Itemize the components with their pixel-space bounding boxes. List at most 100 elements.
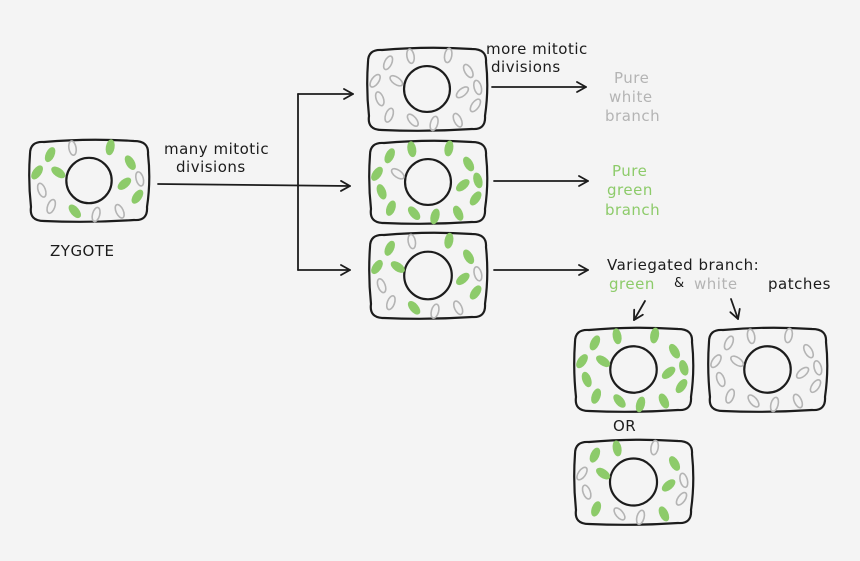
arrow-icon	[157, 180, 351, 192]
nucleus-icon	[609, 345, 658, 394]
plastid-icon	[658, 393, 670, 409]
plastid-icon	[134, 171, 145, 187]
plastid-icon	[68, 204, 81, 219]
plastid-icon	[591, 501, 602, 517]
plastid-icon	[31, 165, 43, 180]
plastid-icon	[384, 107, 395, 123]
plastid-icon	[473, 265, 483, 282]
plastid-icon	[675, 491, 688, 506]
plastid-icon	[581, 371, 592, 388]
plastid-icon	[469, 285, 482, 300]
cell-icon	[28, 138, 151, 223]
plastid-icon	[371, 259, 383, 275]
plastid-icon	[668, 343, 681, 359]
plastid-icon	[444, 140, 454, 157]
plastid-icon	[792, 393, 804, 409]
plastid-icon	[710, 354, 722, 369]
plastid-icon	[463, 156, 475, 172]
plastid-icon	[679, 359, 689, 376]
plastid-icon	[581, 484, 592, 500]
plastid-icon	[715, 371, 726, 388]
plastid-icon	[456, 272, 470, 286]
plastid-icon	[407, 206, 421, 220]
plastid-icon	[650, 439, 660, 456]
plastid-icon	[596, 355, 611, 368]
plastid-icon	[613, 507, 626, 521]
plastid-icon	[114, 203, 125, 219]
plastid-icon	[124, 155, 136, 170]
plastid-icon	[131, 189, 144, 204]
plastid-icon	[371, 166, 383, 181]
cell-icon	[366, 46, 489, 132]
nucleus-icon	[403, 250, 453, 301]
plastid-icon	[36, 182, 47, 198]
label-variegated-white: white	[694, 275, 738, 293]
plastid-icon	[591, 388, 602, 404]
plastid-icon	[635, 396, 646, 413]
plastid-icon	[668, 456, 681, 471]
plastid-icon	[675, 379, 688, 394]
plastid-icon	[576, 354, 588, 369]
arrows	[157, 81, 741, 321]
plastid-icon	[472, 79, 483, 96]
label-pure-green-2: green	[607, 181, 653, 199]
label-variegated-amp: &	[674, 276, 685, 291]
plastid-icon	[456, 179, 470, 192]
plastid-icon	[443, 47, 453, 64]
plastid-icon	[44, 147, 56, 163]
plastid-icon	[369, 73, 381, 88]
plastid-icon	[473, 172, 483, 189]
plastid-icon	[385, 200, 396, 216]
plastid-icon	[661, 479, 676, 492]
plastid-icon	[452, 205, 464, 221]
cell-icon	[368, 139, 489, 225]
plastid-icon	[596, 467, 611, 480]
plastid-icon	[430, 208, 440, 225]
label-variegated: Variegated branch:	[607, 256, 760, 274]
plastid-icon	[430, 303, 440, 320]
nucleus-icon	[402, 64, 452, 114]
plastid-icon	[746, 328, 756, 345]
plastid-icon	[452, 112, 463, 128]
cell-icon	[573, 438, 695, 526]
nucleus-icon	[608, 457, 659, 507]
nucleus-icon	[65, 156, 113, 205]
label-more-mitotic-2: divisions	[491, 58, 561, 76]
plastid-icon	[384, 148, 395, 164]
plastid-icon	[650, 327, 660, 344]
plastid-icon	[91, 206, 101, 223]
plastid-icon	[117, 177, 132, 190]
plastid-icon	[661, 366, 676, 379]
plastid-icon	[407, 301, 421, 315]
cell-icon	[707, 326, 829, 413]
label-pure-green-3: branch	[605, 201, 661, 219]
plastid-icon	[407, 141, 417, 158]
plastid-icon	[51, 166, 66, 179]
plastid-icon	[384, 240, 395, 256]
plastid-icon	[406, 113, 419, 127]
plastid-icon	[374, 91, 385, 107]
plastid-icon	[105, 139, 115, 156]
plastid-icon	[469, 191, 482, 206]
plastid-icon	[576, 466, 588, 481]
plastid-icon	[589, 335, 601, 351]
label-many-mitotic-2: divisions	[176, 158, 246, 176]
plastid-icon	[784, 327, 794, 344]
plastid-icon	[444, 232, 454, 249]
plastid-icon	[809, 379, 822, 394]
label-more-mitotic-1: more mitotic	[486, 40, 588, 58]
arrow-icon	[729, 298, 741, 320]
plastid-icon	[795, 366, 810, 379]
label-zygote: ZYGOTE	[50, 242, 115, 260]
plastid-icon	[382, 55, 394, 71]
plastid-icon	[613, 394, 626, 408]
plastid-icon	[589, 447, 601, 463]
plastid-icon	[813, 359, 823, 376]
cell-icon	[573, 326, 695, 413]
plastid-icon	[723, 335, 735, 351]
label-pure-white-3: branch	[605, 107, 661, 125]
plastid-icon	[390, 167, 405, 180]
plastid-icon	[385, 295, 396, 311]
plastid-icon	[67, 140, 78, 157]
